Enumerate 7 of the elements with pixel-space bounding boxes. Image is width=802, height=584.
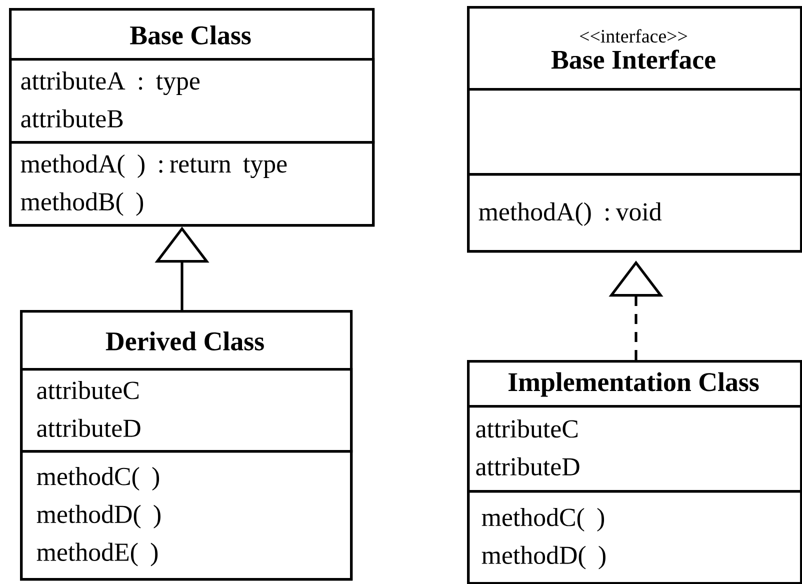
compartment: methodA() : void xyxy=(467,173,802,253)
compartment: attributeC attributeD xyxy=(467,405,802,493)
compartment: methodC( ) methodD( ) methodE( ) xyxy=(20,450,353,581)
compartment: methodC( ) methodD( ) xyxy=(467,490,802,584)
compartment: methodA( ) : return type methodB( ) xyxy=(9,141,375,227)
empty-compartment xyxy=(467,88,802,176)
compartment: attributeC attributeD xyxy=(20,368,353,453)
